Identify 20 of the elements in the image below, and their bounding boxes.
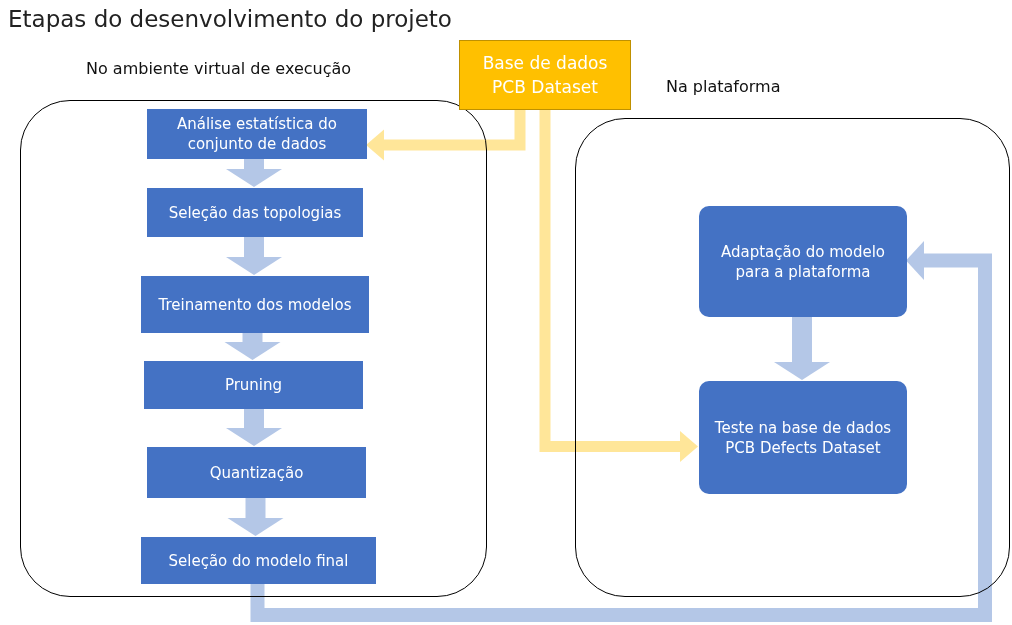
region-heading: Na plataforma	[666, 77, 782, 96]
arrow	[226, 408, 282, 446]
process-box: Pruning	[144, 361, 363, 409]
process-box: Teste na base de dados PCB Defects Dataset	[699, 381, 907, 494]
arrow	[226, 236, 282, 275]
region-heading: No ambiente virtual de execução	[86, 59, 353, 78]
process-box: Análise estatística do conjunto de dados	[147, 109, 367, 159]
arrow	[539, 110, 698, 462]
arrow	[366, 110, 526, 161]
process-box: Treinamento dos modelos	[141, 276, 369, 333]
diagram-title: Etapas do desenvolvimento do projeto	[8, 6, 452, 32]
arrow	[224, 332, 281, 360]
arrow	[226, 158, 282, 187]
process-box: Seleção das topologias	[147, 188, 363, 237]
process-box: Seleção do modelo final	[141, 537, 376, 584]
database-box: Base de dados PCB Dataset	[459, 40, 631, 110]
arrow	[227, 497, 284, 536]
arrow	[774, 316, 830, 380]
process-box: Quantização	[147, 447, 366, 498]
process-box: Adaptação do modelo para a plataforma	[699, 206, 907, 317]
